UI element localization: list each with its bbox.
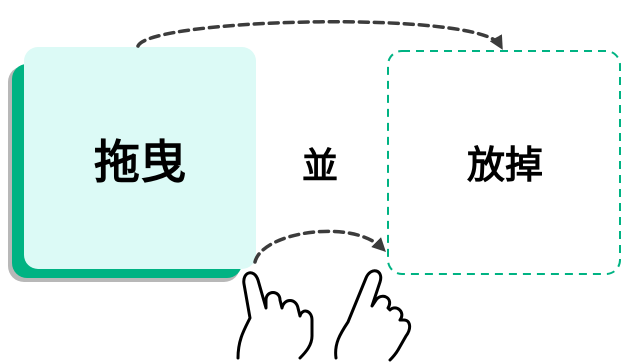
pointing-hand-icon [236,271,314,360]
target-card-outline [387,50,621,275]
target-card-label: 放掉 [467,143,543,187]
pointing-hand-icon-2 [334,269,412,362]
source-card-label: 拖曳 [94,135,186,189]
connector-label: 並 [302,146,338,187]
drag-path-arrow [136,20,503,50]
target-card: 放掉 [387,50,621,275]
source-card-face [24,47,256,269]
source-card: 拖曳 [8,47,256,282]
drop-path-arrow [253,229,386,264]
